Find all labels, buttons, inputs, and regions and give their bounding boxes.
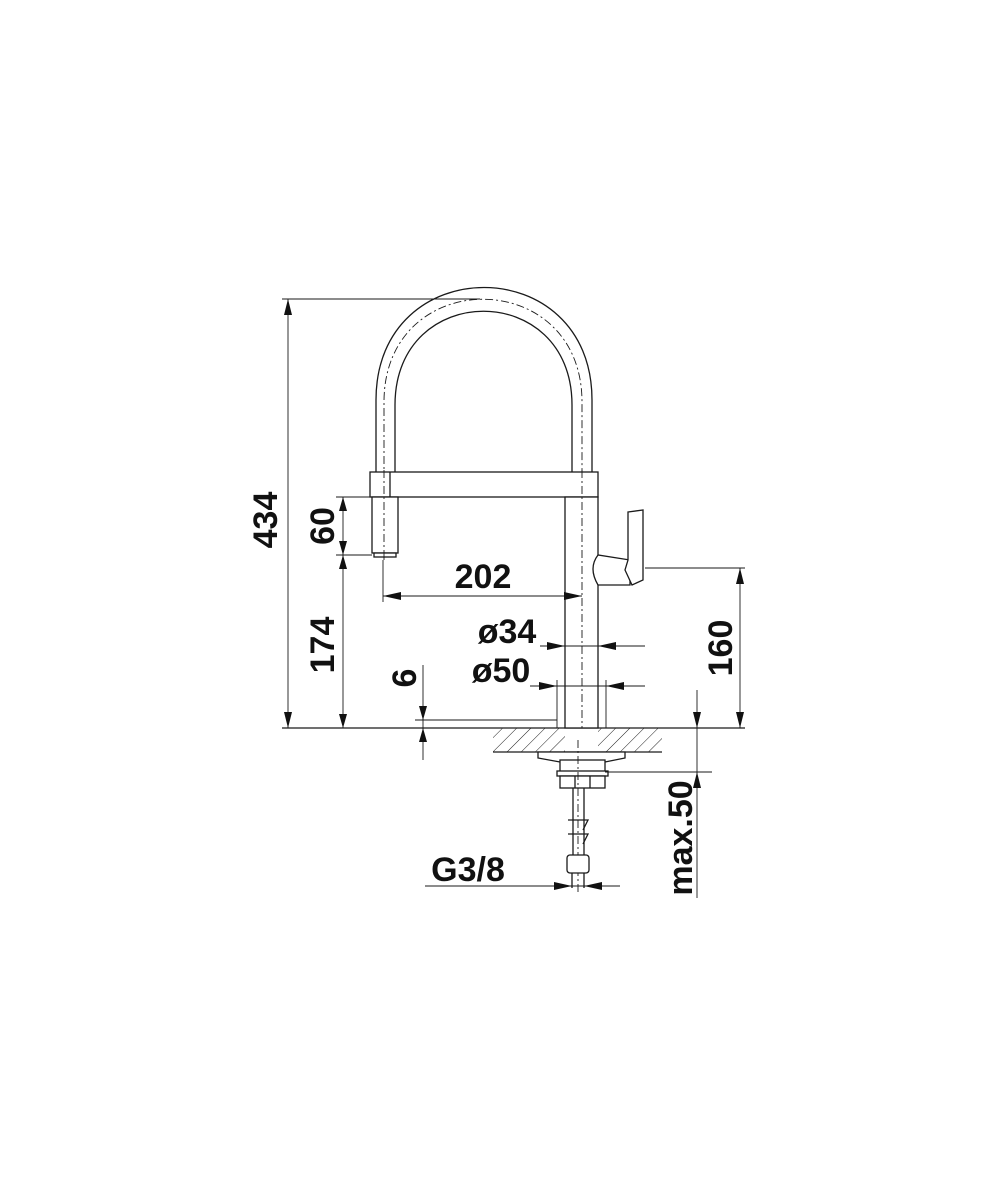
washer <box>556 770 609 777</box>
svg-text:ø50: ø50 <box>472 652 531 690</box>
spout-arch-inner <box>394 310 573 472</box>
svg-text:6: 6 <box>386 669 424 688</box>
spray-head <box>371 496 399 554</box>
dimension-spray-head: 60 174 <box>304 496 372 728</box>
hose-fitting <box>566 854 590 874</box>
dimension-total-height: 434 <box>247 299 292 728</box>
counter-hatch-left <box>493 728 565 752</box>
dimension-connection-thread: G3/8 <box>425 851 620 890</box>
svg-text:ø34: ø34 <box>478 613 537 651</box>
faucet-outline <box>369 287 662 895</box>
svg-text:max.50: max.50 <box>662 780 700 895</box>
svg-text:60: 60 <box>304 507 342 545</box>
counter-hatch-right <box>598 728 662 752</box>
lever-joint <box>592 554 631 586</box>
spout-collar <box>369 471 599 498</box>
dimension-body-diameter: ø34 <box>478 613 645 651</box>
lever-handle <box>624 509 644 586</box>
faucet-column <box>564 496 599 729</box>
dimension-lever-height: 160 <box>645 567 745 728</box>
spout-arch-outer <box>375 287 593 472</box>
dimension-max-counter-thickness: max.50 <box>605 690 712 898</box>
dimension-reach: 202 <box>382 558 582 602</box>
dimension-base-diameter: ø50 <box>472 652 645 728</box>
break-mark <box>568 819 590 845</box>
svg-text:202: 202 <box>455 558 512 596</box>
dimension-base-height: 6 <box>386 665 557 760</box>
svg-text:G3/8: G3/8 <box>431 851 505 889</box>
nut <box>559 775 606 789</box>
mounting-body <box>559 759 606 773</box>
dimension-outlet-height: 174 <box>304 617 342 674</box>
svg-text:160: 160 <box>702 620 740 677</box>
svg-text:434: 434 <box>247 492 285 549</box>
